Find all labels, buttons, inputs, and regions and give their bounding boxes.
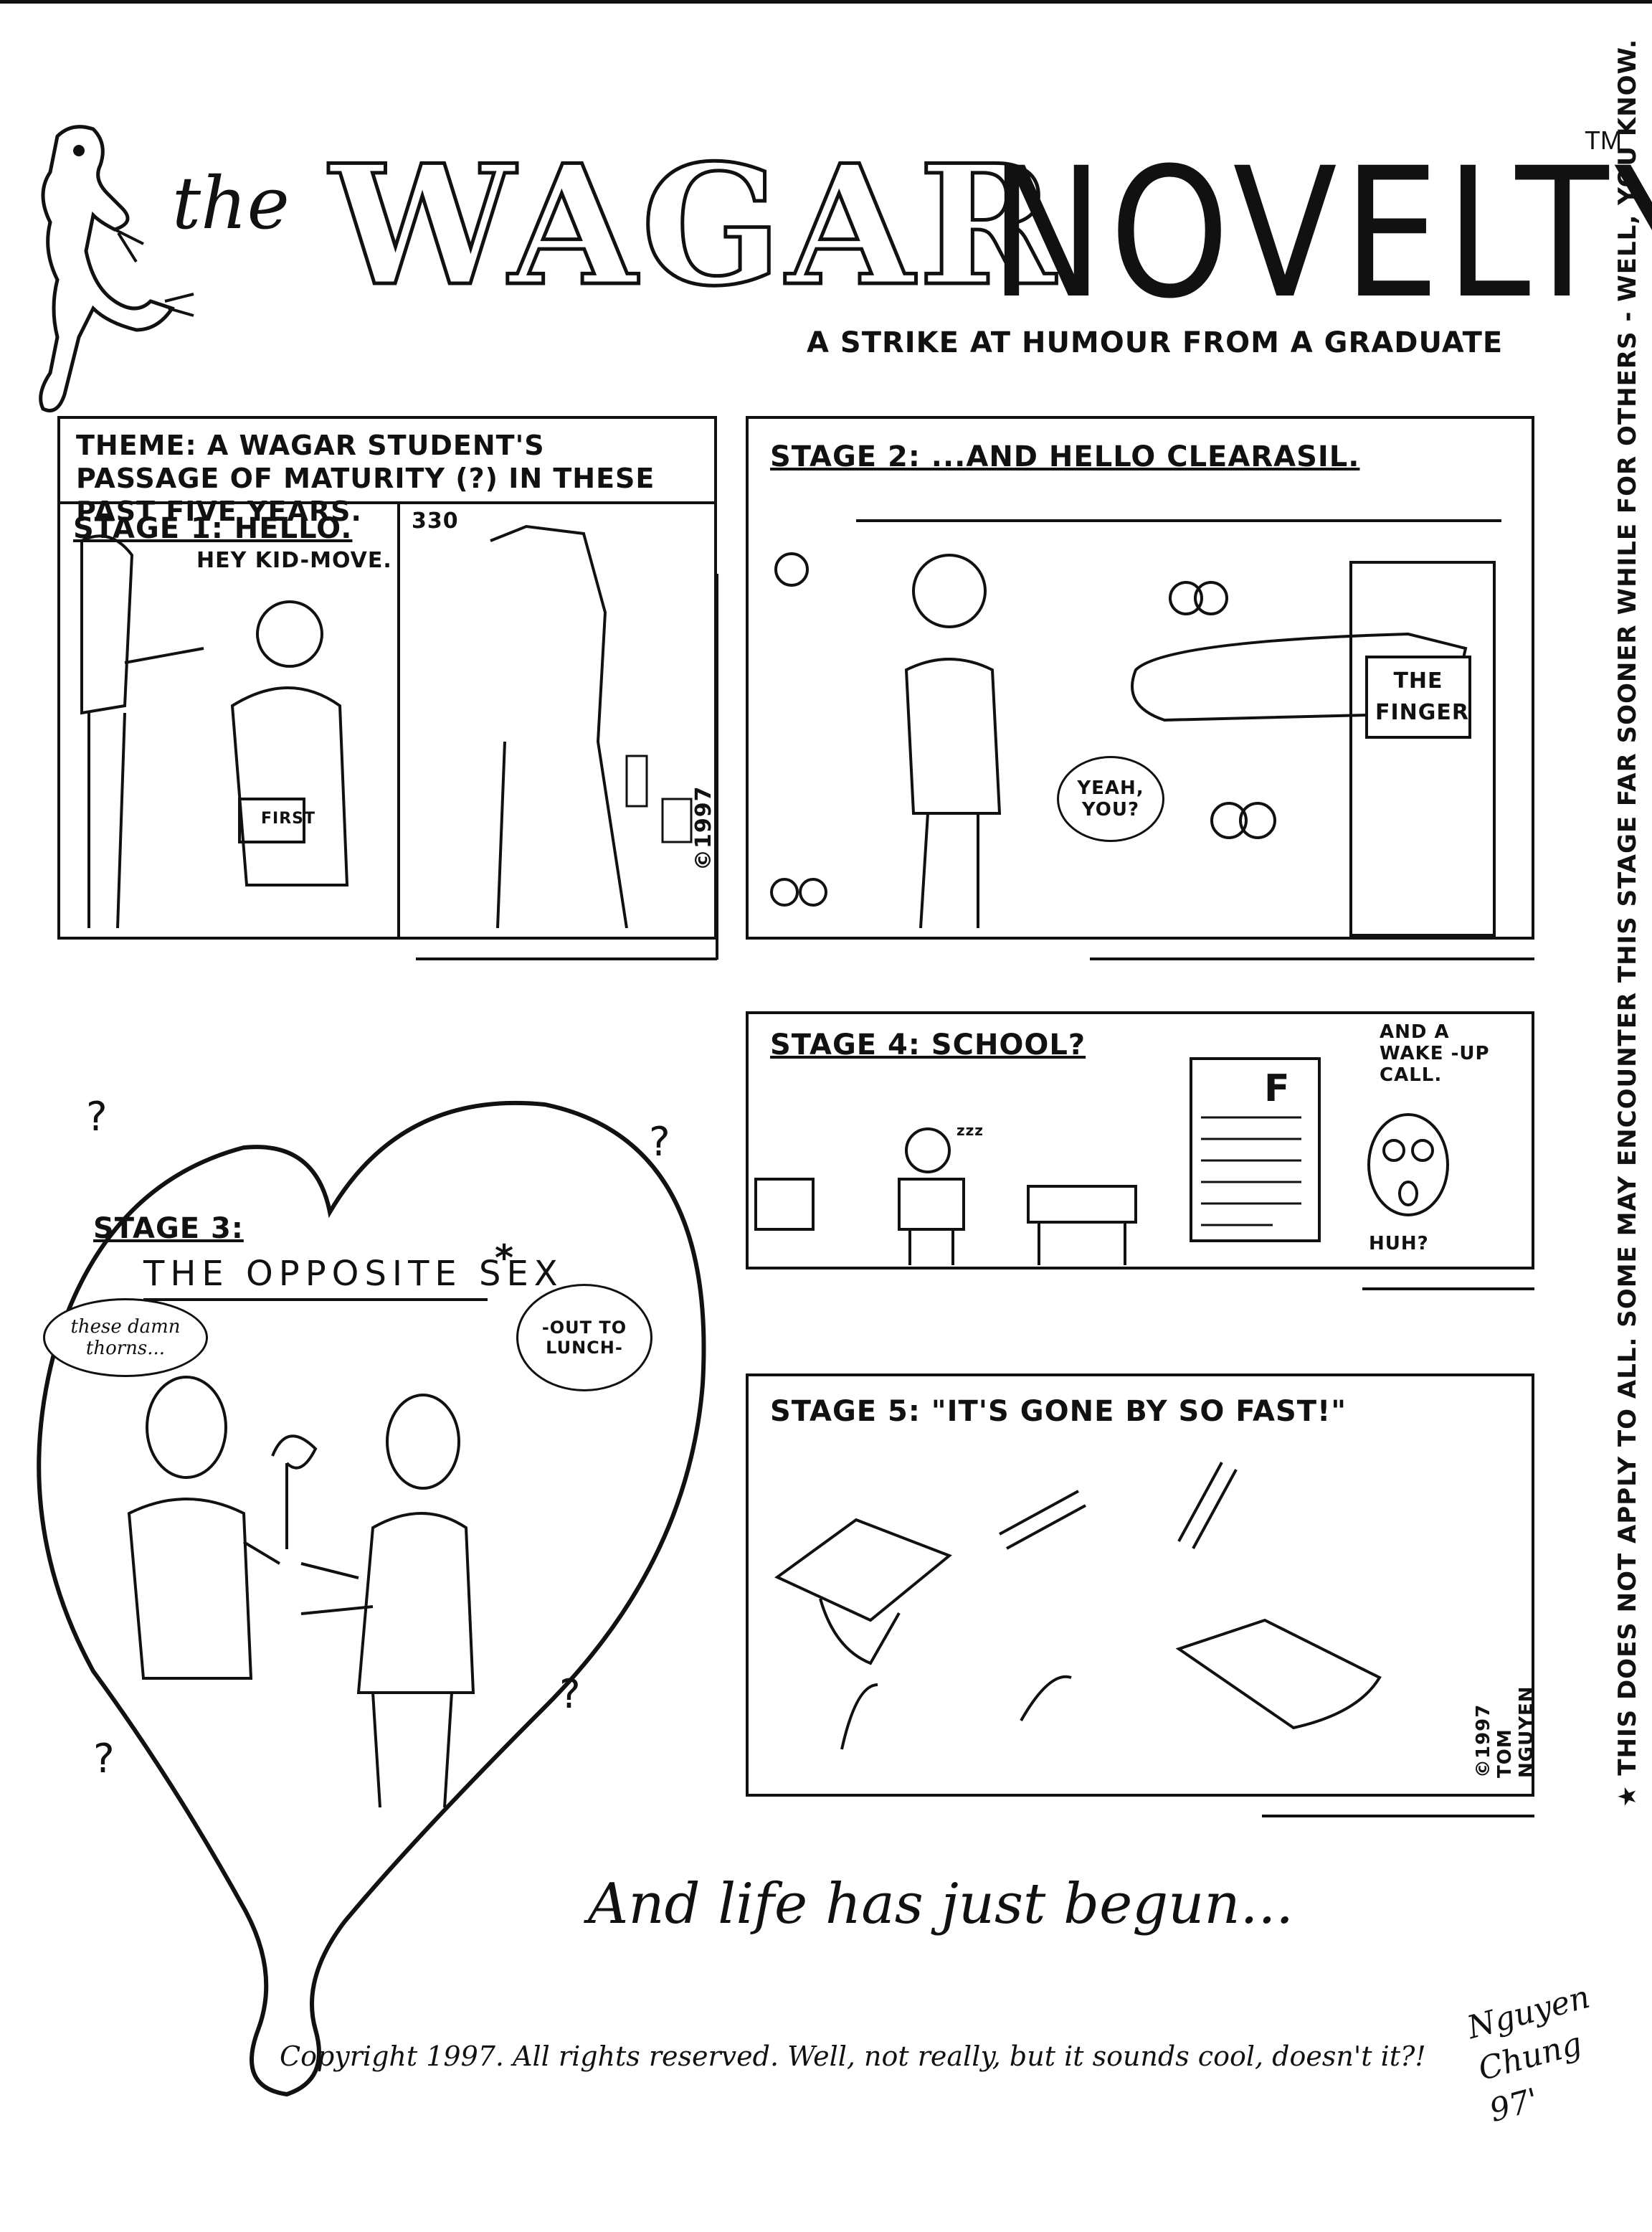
- stage-3-title: STAGE 3:: [93, 1212, 244, 1245]
- stage-5-title: STAGE 5: "IT'S GONE BY SO FAST!": [770, 1395, 1347, 1428]
- title-the: the: [172, 161, 290, 245]
- stage-4-title: STAGE 4: SCHOOL?: [770, 1028, 1086, 1061]
- panel-1-arrow-tick: [716, 574, 718, 960]
- footer-copyright: Copyright 1997. All rights reserved. Wel…: [280, 2041, 1426, 2072]
- thought-bubble-lunch: -OUT TO LUNCH-: [516, 1284, 652, 1391]
- report-lines-icon: [1201, 1116, 1301, 1226]
- panel-5-credit: ©1997 TOM NGUYEN: [1473, 1685, 1537, 1778]
- room-number: 330: [412, 509, 459, 534]
- lizard-mascot-icon: [39, 125, 194, 412]
- grade-letter: F: [1264, 1067, 1291, 1110]
- book-label: FIRST: [261, 810, 316, 828]
- panel-divider: [397, 501, 400, 939]
- stage-2-title: STAGE 2: ...AND HELLO CLEARASIL.: [770, 440, 1360, 473]
- hallway-line: [856, 519, 1501, 522]
- opposite-sex-underline: [143, 1298, 488, 1301]
- top-rule: [0, 0, 1652, 4]
- thought-lunch-text: -OUT TO LUNCH-: [541, 1318, 627, 1358]
- sleeping-students-drawing-icon: [754, 1127, 1137, 1265]
- closing-line: And life has just begun...: [588, 1872, 1294, 1937]
- panel-stage-1: THEME: A WAGAR STUDENT'S PASSAGE OF MATU…: [57, 416, 717, 940]
- graduation-caps-drawing-icon: [774, 1462, 1382, 1750]
- question-mark-1: ?: [86, 1094, 108, 1140]
- panel-stage-5: STAGE 5: "IT'S GONE BY SO FAST!" ©1997 T…: [746, 1373, 1537, 1797]
- masthead-subtitle: A STRIKE AT HUMOUR FROM A GRADUATE: [807, 326, 1504, 359]
- question-mark-4: ?: [93, 1736, 115, 1782]
- theme-caption: THEME: A WAGAR STUDENT'S PASSAGE OF MATU…: [76, 430, 655, 527]
- panel-4-arrow: [1362, 1287, 1534, 1290]
- artist-signature: Nguyen Chung 97': [1463, 1978, 1594, 2130]
- opposite-sex-subtitle: THE OPPOSITE SEX: [143, 1254, 564, 1294]
- speech-yeah-you: YEAH, YOU?: [1057, 756, 1164, 842]
- panel-1-arrow: [416, 957, 717, 960]
- title-wagar: WAGAR: [328, 128, 1060, 325]
- speech-yeah-you-text: YEAH, YOU?: [1077, 777, 1144, 821]
- finger-sign: THE FINGER: [1365, 656, 1471, 739]
- question-mark-2: ?: [649, 1119, 671, 1165]
- title-novelty: NOVELTY: [989, 129, 1652, 338]
- dazed-face-icon: [1367, 1113, 1449, 1216]
- teen-with-pimples-drawing-icon: [770, 552, 1496, 937]
- panel-2-arrow: [1090, 957, 1534, 960]
- wake-up-note: AND A WAKE -UP CALL.: [1380, 1021, 1490, 1086]
- thought-bubble-thorns: these damn thorns...: [43, 1298, 208, 1377]
- report-card: F: [1190, 1057, 1321, 1242]
- huh-text: HUH?: [1369, 1233, 1429, 1254]
- zzz-text: zzz: [956, 1122, 984, 1139]
- asterisk-mark: *: [495, 1237, 515, 1279]
- speech-hey-kid: HEY KID-MOVE.: [196, 548, 392, 573]
- couple-with-rose-drawing-icon: [127, 1376, 475, 1808]
- panel-stage-2: STAGE 2: ...AND HELLO CLEARASIL. THE FIN…: [746, 416, 1534, 940]
- stage-1-title: STAGE 1: HELLO.: [73, 512, 353, 545]
- trademark-mark: TM: [1585, 126, 1622, 155]
- thought-thorns-text: these damn thorns...: [70, 1316, 181, 1359]
- theme-divider: [60, 501, 714, 504]
- panel-5-arrow: [1262, 1815, 1534, 1817]
- question-mark-3: ?: [559, 1671, 581, 1718]
- panel-stage-4: STAGE 4: SCHOOL? AND A WAKE -UP CALL. F …: [746, 1011, 1534, 1269]
- side-disclaimer: ★ THIS DOES NOT APPLY TO ALL. SOME MAY E…: [1613, 38, 1642, 1807]
- kid-and-seniors-drawing-icon: [80, 524, 693, 929]
